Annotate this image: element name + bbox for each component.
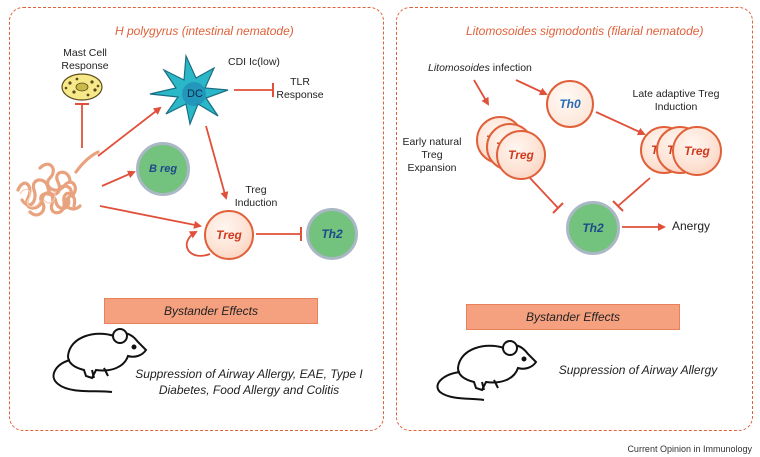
right-bystander-box: Bystander Effects <box>466 304 680 330</box>
inhibit-late-to-th2-bar <box>612 200 624 212</box>
treg-cell: Treg <box>204 210 254 260</box>
infection-word: infection <box>489 62 532 74</box>
infection-label: Litomosoides infection <box>428 62 532 75</box>
early-treg-label: Treg <box>508 148 534 162</box>
anergy-label: Anergy <box>672 219 711 233</box>
inhibit-early-to-th2-bar <box>552 202 564 214</box>
late-treg-label: Treg <box>684 144 710 158</box>
mouse-icon <box>52 328 148 393</box>
infection-organism: Litomosoides <box>428 62 490 74</box>
treg-induction-label: Treg Induction <box>234 184 278 209</box>
mast-cell-icon <box>61 73 103 101</box>
left-panel-title: H polygyrus (intestinal nematode) <box>115 24 294 38</box>
late-treg-label: Late adaptive Treg Induction <box>632 88 720 113</box>
early-treg-cell-front: Treg <box>496 130 546 180</box>
right-outcome-text: Suppression of Airway Allergy <box>558 363 718 377</box>
mouse-icon-right <box>436 340 538 401</box>
breg-label: B reg <box>148 163 178 175</box>
th2-cell: Th2 <box>306 208 358 260</box>
dendritic-cell-icon <box>149 53 229 127</box>
inhibit-early-to-th2 <box>529 177 559 209</box>
arrow-worm-to-breg <box>101 170 136 187</box>
left-panel <box>9 7 384 431</box>
right-panel-title: Litomosoides sigmodontis (filarial nemat… <box>466 24 704 38</box>
arrow-treg-self <box>185 231 211 257</box>
left-bystander-box: Bystander Effects <box>104 298 318 324</box>
arrow-infection-to-th0 <box>515 79 548 96</box>
late-treg-back-label: T <box>651 143 659 157</box>
treg-label: Treg <box>216 228 242 242</box>
credit-text: Current Opinion in Immunology <box>627 444 752 454</box>
arrow-worm-to-dc <box>97 106 162 157</box>
arrow-infection-to-early <box>473 79 490 106</box>
th2-label: Th2 <box>321 227 343 241</box>
early-treg-label: Early natural Treg Expansion <box>402 136 462 174</box>
nematode-worm-icon <box>16 150 100 217</box>
tlr-label: TLR Response <box>276 76 324 101</box>
right-th2-cell: Th2 <box>566 201 620 255</box>
inhibit-late-to-th2 <box>617 177 651 207</box>
dc-caption: CDI Ic(low) <box>228 56 280 68</box>
right-panel <box>396 7 753 431</box>
th0-cell: Th0 <box>546 80 594 128</box>
mast-cell-label: Mast Cell Response <box>61 47 109 72</box>
arrow-dc-to-treg <box>205 125 229 200</box>
arrow-worm-to-treg <box>99 205 202 229</box>
arrow-th0-to-late <box>595 111 646 136</box>
dc-label: DC <box>187 88 203 100</box>
late-treg-mid-label: T <box>667 143 675 157</box>
right-th2-label: Th2 <box>582 221 604 235</box>
left-outcome-text: Suppression of Airway Allergy, EAE, Type… <box>135 367 363 397</box>
th0-label: Th0 <box>559 97 581 111</box>
late-treg-cell-front: Treg <box>672 126 722 176</box>
breg-cell: B reg <box>136 142 190 196</box>
